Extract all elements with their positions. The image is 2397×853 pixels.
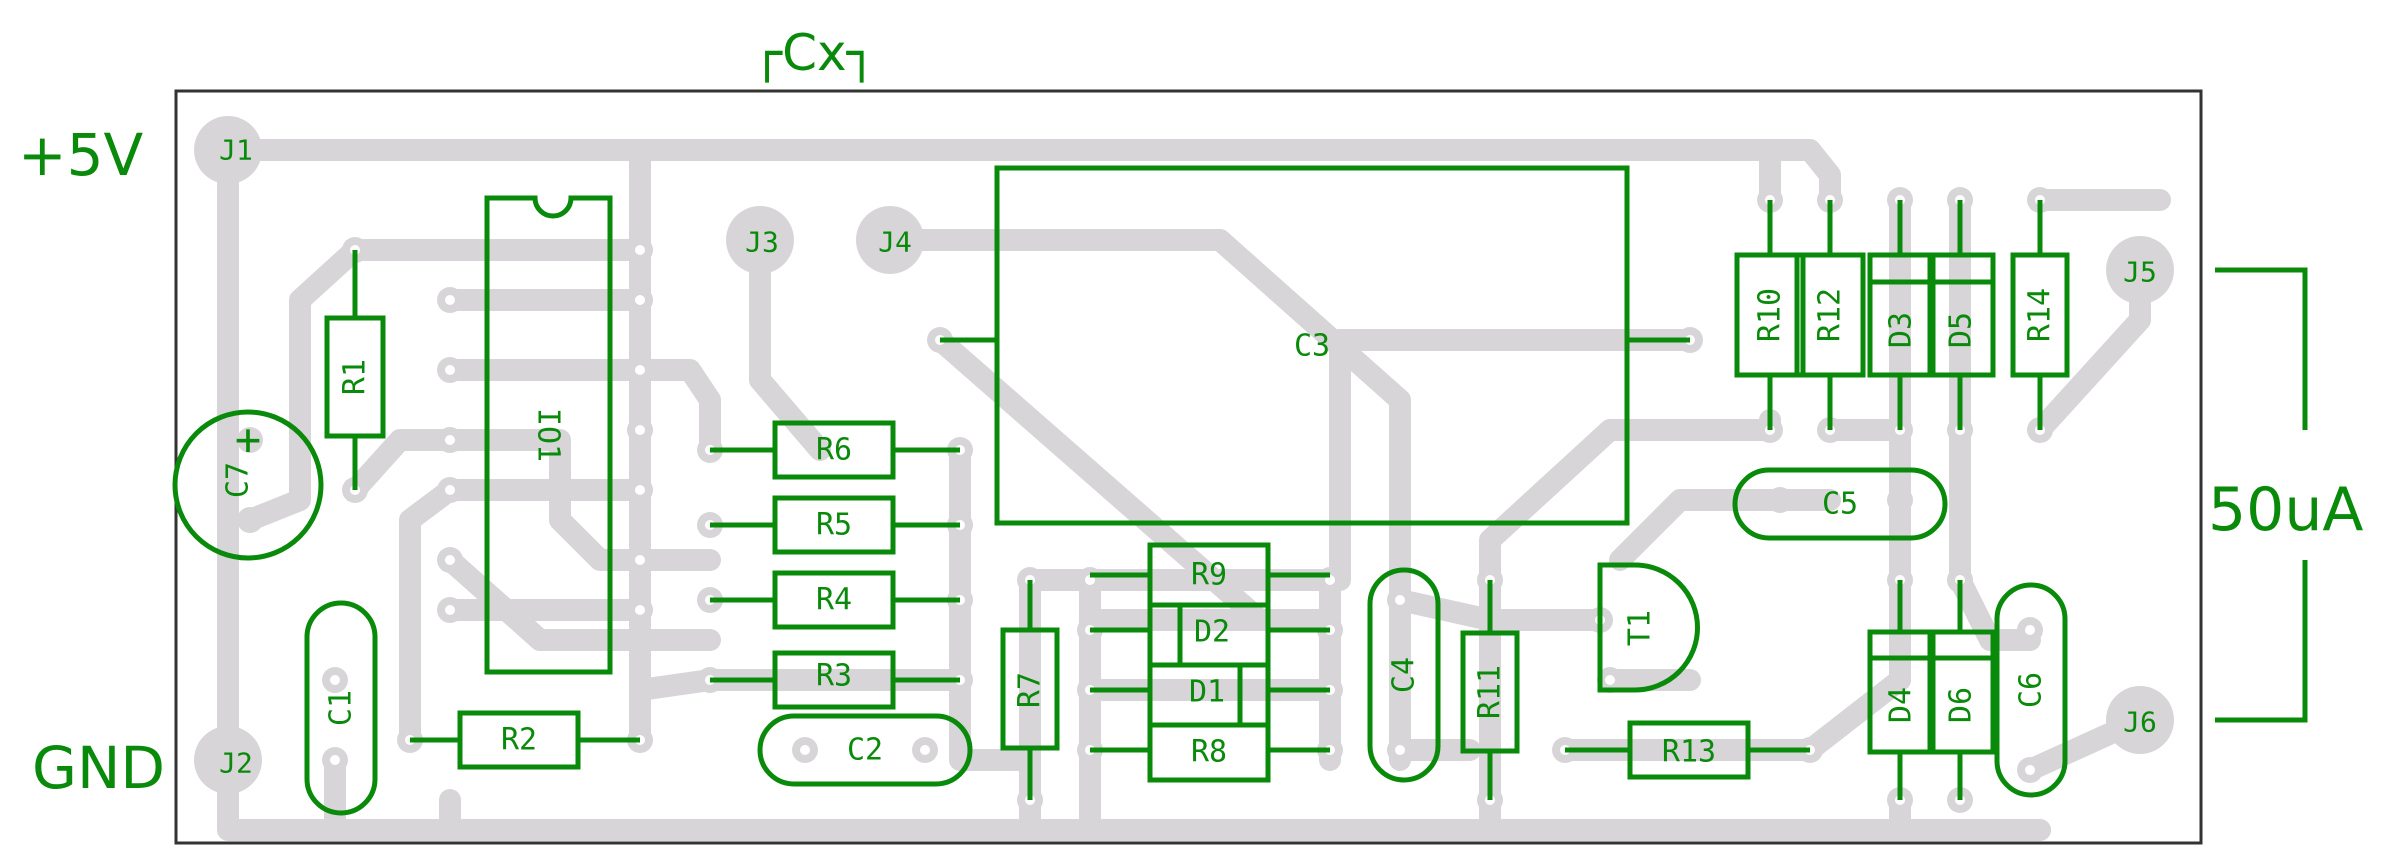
label-ic: IO1	[531, 408, 566, 462]
label-c7: C7	[221, 462, 256, 498]
label-r2: R2	[501, 723, 537, 758]
label-r4: R4	[816, 583, 852, 618]
label-r13: R13	[1662, 735, 1716, 770]
jack-j4-label: J4	[878, 226, 912, 259]
label-d4: D4	[1884, 687, 1919, 723]
jack-j3-label: J3	[745, 226, 779, 259]
label-t1: T1	[1623, 610, 1658, 646]
label-d1: D1	[1189, 675, 1225, 710]
label-r12: R12	[1813, 288, 1848, 342]
supply-label: +5V	[18, 121, 143, 189]
label-r1: R1	[338, 359, 373, 395]
label-d5: D5	[1944, 312, 1979, 348]
label-r10: R10	[1753, 288, 1788, 342]
ground-label: GND	[32, 734, 165, 802]
label-r8: R8	[1191, 735, 1227, 770]
label-d3: D3	[1884, 312, 1919, 348]
label-r3: R3	[816, 659, 852, 694]
cap-x-label: ┌Cx┐	[752, 24, 877, 83]
label-d6: D6	[1944, 687, 1979, 723]
label-r7: R7	[1013, 672, 1048, 708]
meter-label: 50uA	[2208, 475, 2363, 545]
label-c7-plus: +	[235, 415, 262, 466]
label-r11: R11	[1473, 665, 1508, 719]
label-c5: C5	[1822, 487, 1858, 522]
label-r5: R5	[816, 508, 852, 543]
label-r6: R6	[816, 433, 852, 468]
label-c3: C3	[1294, 329, 1330, 364]
label-d2: D2	[1194, 615, 1230, 650]
jack-j2-label: J2	[219, 747, 253, 780]
label-r14: R14	[2023, 288, 2058, 342]
silkscreen	[172, 165, 2308, 816]
jack-j1-label: J1	[219, 134, 253, 167]
label-c6: C6	[2014, 672, 2049, 708]
label-r9: R9	[1191, 558, 1227, 593]
jack-j5-label: J5	[2123, 256, 2157, 289]
label-c1: C1	[324, 690, 359, 726]
label-c4: C4	[1387, 657, 1422, 693]
jack-j6-label: J6	[2123, 706, 2157, 739]
label-c2: C2	[847, 733, 883, 768]
